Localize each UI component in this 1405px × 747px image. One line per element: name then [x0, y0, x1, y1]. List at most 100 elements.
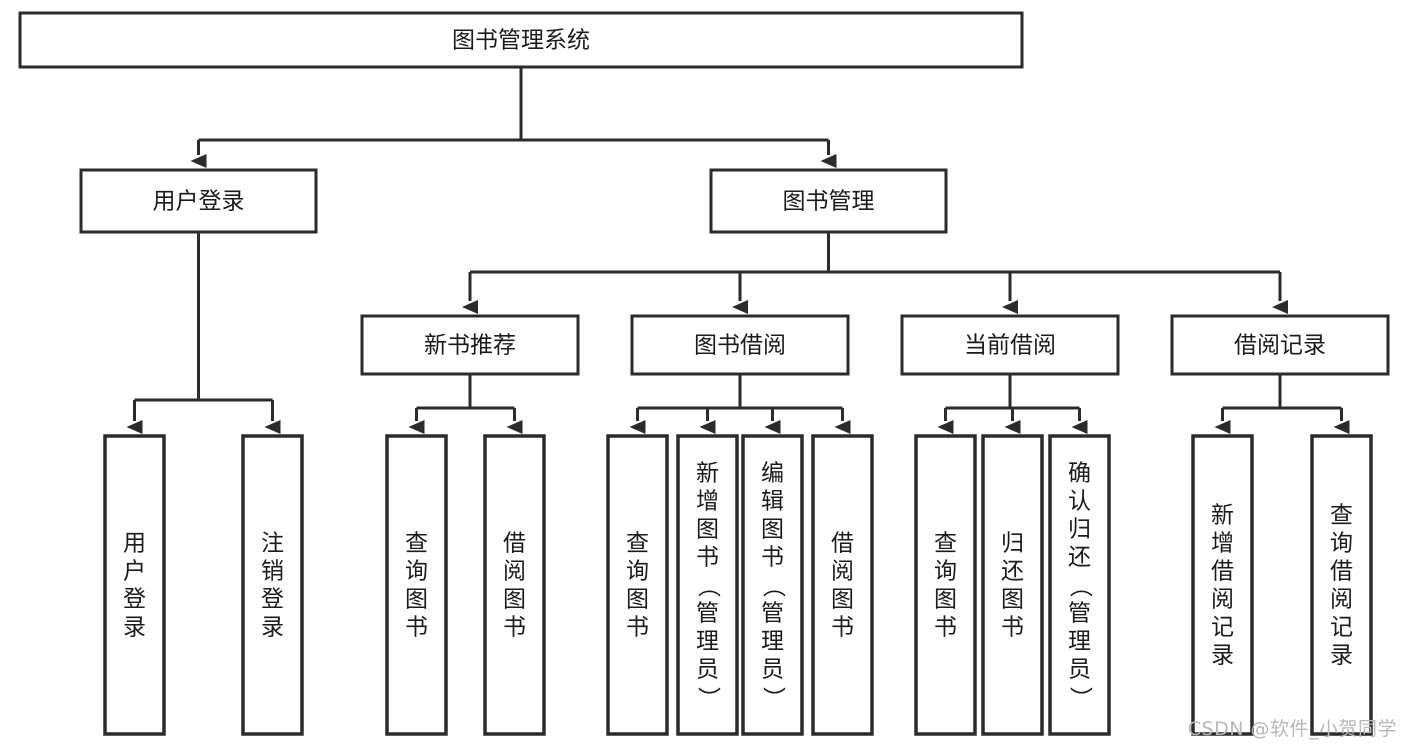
leaf-node-3-rect: [483, 434, 546, 736]
svg-text:还: 还: [1068, 545, 1091, 571]
svg-text:书: 书: [626, 615, 649, 641]
level2-node-1[interactable]: 图书管理: [709, 168, 948, 234]
svg-text:书: 书: [934, 615, 957, 641]
svg-text:管: 管: [696, 601, 719, 627]
svg-text:用: 用: [123, 531, 146, 557]
svg-text:理: 理: [761, 629, 784, 655]
root-node[interactable]: 图书管理系统: [18, 11, 1024, 69]
level3-node-0[interactable]: 新书推荐: [360, 314, 580, 376]
leaf-node-11-rect: [1191, 434, 1254, 736]
level3-node-1[interactable]: 图书借阅: [630, 314, 850, 376]
root-node-rect: [18, 11, 1024, 69]
svg-text:增: 增: [696, 489, 719, 515]
level3-node-3[interactable]: 借阅记录: [1170, 314, 1390, 376]
svg-text:图: 图: [761, 517, 784, 543]
svg-text:增: 增: [1211, 531, 1234, 557]
svg-text:）: ）: [695, 687, 721, 710]
svg-text:管: 管: [1068, 601, 1091, 627]
svg-text:借: 借: [831, 531, 854, 557]
svg-text:图: 图: [934, 587, 957, 613]
leaf-node-7-rect: [811, 434, 874, 736]
root-node-label: 图书管理系统: [452, 28, 590, 54]
svg-text:录: 录: [123, 615, 146, 641]
svg-text:理: 理: [1068, 629, 1091, 655]
leaf-node-1-rect: [241, 434, 304, 736]
svg-text:认: 认: [1068, 489, 1091, 515]
svg-text:查: 查: [934, 531, 957, 557]
svg-text:阅: 阅: [503, 559, 526, 585]
svg-text:）: ）: [760, 687, 786, 710]
svg-text:图: 图: [626, 587, 649, 613]
svg-text:员: 员: [761, 657, 784, 683]
svg-text:借: 借: [503, 531, 526, 557]
svg-text:书: 书: [831, 615, 854, 641]
svg-text:查: 查: [405, 531, 428, 557]
level2-node-0-label: 用户登录: [153, 189, 245, 215]
svg-text:录: 录: [261, 615, 284, 641]
svg-text:还: 还: [1001, 559, 1024, 585]
svg-text:登: 登: [123, 587, 146, 613]
level3-node-0-label: 新书推荐: [424, 333, 516, 359]
svg-text:销: 销: [261, 559, 284, 585]
svg-text:（: （: [1067, 575, 1093, 598]
svg-text:录: 录: [1211, 643, 1234, 669]
svg-text:（: （: [760, 575, 786, 598]
svg-text:新: 新: [696, 461, 719, 487]
svg-text:记: 记: [1330, 615, 1353, 641]
svg-text:记: 记: [1211, 615, 1234, 641]
leaf-node-2-rect: [385, 434, 448, 736]
svg-text:询: 询: [1330, 531, 1353, 557]
svg-text:图: 图: [1001, 587, 1024, 613]
svg-text:询: 询: [626, 559, 649, 585]
svg-text:辑: 辑: [761, 489, 784, 515]
svg-text:阅: 阅: [1330, 587, 1353, 613]
svg-text:查: 查: [626, 531, 649, 557]
svg-text:图: 图: [696, 517, 719, 543]
svg-text:归: 归: [1068, 517, 1091, 543]
svg-text:新: 新: [1211, 503, 1234, 529]
svg-text:员: 员: [696, 657, 719, 683]
node-layer: 图书管理系统用户登录图书管理新书推荐图书借阅当前借阅借阅记录用户登录注销登录查询…: [18, 11, 1390, 736]
leaf-node-0-rect: [103, 434, 166, 736]
svg-text:户: 户: [123, 559, 146, 585]
level2-node-0[interactable]: 用户登录: [79, 168, 318, 234]
leaf-node-0[interactable]: 用户登录: [103, 434, 166, 736]
leaf-node-8-rect: [914, 434, 977, 736]
svg-text:归: 归: [1001, 531, 1024, 557]
svg-text:编: 编: [761, 461, 784, 487]
level2-node-1-rect: [709, 168, 948, 234]
leaf-node-6-rect: [741, 434, 804, 736]
svg-text:阅: 阅: [1211, 587, 1234, 613]
level3-node-2[interactable]: 当前借阅: [900, 314, 1120, 376]
svg-text:管: 管: [761, 601, 784, 627]
leaf-node-10-rect: [1048, 434, 1111, 736]
level2-node-1-label: 图书管理: [783, 189, 875, 215]
svg-text:登: 登: [261, 587, 284, 613]
svg-text:图: 图: [503, 587, 526, 613]
svg-text:查: 查: [1330, 503, 1353, 529]
svg-text:借: 借: [1330, 559, 1353, 585]
